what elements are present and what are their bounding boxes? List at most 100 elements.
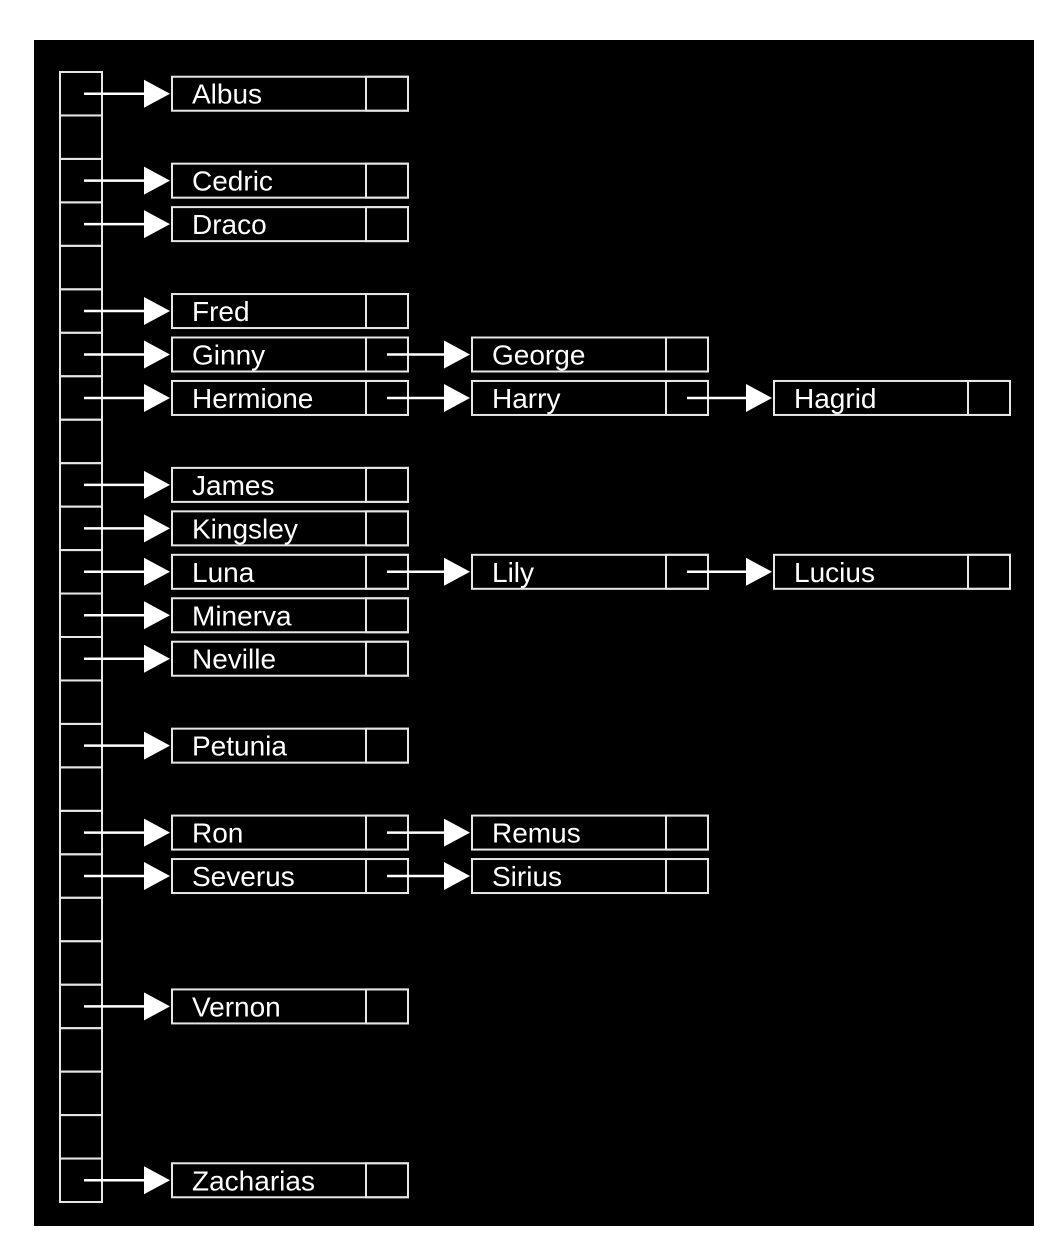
node-label: Ginny <box>192 340 265 371</box>
node-label: Zacharias <box>192 1165 315 1196</box>
list-node: Hagrid <box>773 379 1011 416</box>
list-node: Albus <box>171 75 409 112</box>
next-pointer-arrow-head <box>444 340 470 369</box>
node-label: Albus <box>192 79 262 110</box>
node-label: Kingsley <box>192 513 298 544</box>
list-node: Ron <box>171 814 409 851</box>
slot-cell-20 <box>59 940 103 986</box>
slot-cell-22 <box>59 1027 103 1073</box>
bucket-chain-15: Petunia <box>84 727 409 764</box>
bucket-chain-21: Vernon <box>84 988 409 1025</box>
slot-pointer-arrow <box>84 731 170 760</box>
bucket-chain-12: Minerva <box>84 597 409 634</box>
node-next-pointer <box>365 1162 409 1199</box>
slot-pointer-arrow <box>84 470 170 499</box>
list-node: Severus <box>171 858 409 895</box>
slot-pointer-arrow-head <box>144 601 170 630</box>
node-label: Harry <box>492 383 560 414</box>
hash-table-slots <box>59 71 103 1203</box>
slot-pointer-arrow-head <box>144 166 170 195</box>
bucket-chain-6: Ginny George <box>84 336 709 373</box>
slot-pointer-arrow <box>84 297 170 326</box>
list-node: Hermione <box>171 379 409 416</box>
slot-pointer-arrow-head <box>144 1166 170 1195</box>
bucket-chain-3: Draco <box>84 206 409 243</box>
next-pointer-arrow-head <box>444 557 470 586</box>
bucket-chain-11: Luna Lily Lucius <box>84 553 1011 590</box>
slot-pointer-arrow-head <box>144 992 170 1021</box>
slot-cell-24 <box>59 1114 103 1160</box>
list-node: Harry <box>471 379 709 416</box>
node-label: Fred <box>192 296 250 327</box>
node-next-pointer <box>665 814 709 851</box>
list-node: Kingsley <box>171 510 409 547</box>
slot-pointer-arrow-head <box>144 644 170 673</box>
list-node: Minerva <box>171 597 409 634</box>
node-label: George <box>492 340 585 371</box>
list-node: Sirius <box>471 858 709 895</box>
slot-pointer-arrow <box>84 514 170 543</box>
node-label: Hagrid <box>794 383 876 414</box>
next-pointer-arrow <box>687 383 772 412</box>
list-node: Neville <box>171 640 409 677</box>
slot-pointer-arrow-head <box>144 79 170 108</box>
slot-pointer-arrow <box>84 210 170 239</box>
node-next-pointer <box>665 336 709 373</box>
node-label: James <box>192 470 274 501</box>
slot-cell-1 <box>59 114 103 160</box>
slot-pointer-arrow-head <box>144 862 170 891</box>
slot-pointer-arrow <box>84 1166 170 1195</box>
slot-pointer-arrow <box>84 818 170 847</box>
slot-pointer-arrow <box>84 340 170 369</box>
bucket-chain-10: Kingsley <box>84 510 409 547</box>
list-node: Petunia <box>171 727 409 764</box>
bucket-chain-0: Albus <box>84 75 409 112</box>
node-next-pointer <box>967 553 1011 590</box>
slot-pointer-arrow <box>84 601 170 630</box>
list-node: George <box>471 336 709 373</box>
list-node: Vernon <box>171 988 409 1025</box>
node-next-pointer <box>365 640 409 677</box>
node-next-pointer <box>365 510 409 547</box>
slot-pointer-arrow-head <box>144 818 170 847</box>
list-node: Ginny <box>171 336 409 373</box>
next-pointer-arrow <box>387 818 470 847</box>
node-next-pointer <box>665 858 709 895</box>
slot-pointer-arrow <box>84 644 170 673</box>
slot-cell-4 <box>59 244 103 291</box>
slot-cell-19 <box>59 896 103 943</box>
node-label: Remus <box>492 818 581 849</box>
slot-pointer-arrow <box>84 383 170 412</box>
node-next-pointer <box>365 206 409 243</box>
list-node: Luna <box>171 553 409 590</box>
node-label: Neville <box>192 644 276 675</box>
slot-pointer-arrow <box>84 992 170 1021</box>
node-next-pointer <box>365 466 409 503</box>
list-node: Cedric <box>171 162 409 199</box>
next-pointer-arrow-head <box>746 557 772 586</box>
next-pointer-arrow <box>387 862 470 891</box>
next-pointer-arrow-head <box>444 818 470 847</box>
list-node: Lucius <box>773 553 1011 590</box>
slot-pointer-arrow-head <box>144 731 170 760</box>
list-node: Remus <box>471 814 709 851</box>
list-node: Lily <box>471 553 709 590</box>
slot-pointer-arrow-head <box>144 514 170 543</box>
slot-cell-16 <box>59 766 103 812</box>
slot-cell-14 <box>59 679 103 725</box>
node-label: Hermione <box>192 383 313 414</box>
bucket-chain-7: Hermione Harry Hagrid <box>84 379 1011 416</box>
list-node: Zacharias <box>171 1162 409 1199</box>
node-label: Minerva <box>192 600 292 631</box>
node-next-pointer <box>967 379 1011 416</box>
next-pointer-arrow-head <box>444 383 470 412</box>
bucket-chain-17: Ron Remus <box>84 814 709 851</box>
bucket-chain-2: Cedric <box>84 162 409 199</box>
slot-pointer-arrow <box>84 166 170 195</box>
next-pointer-arrow-head <box>444 862 470 891</box>
slot-pointer-arrow-head <box>144 557 170 586</box>
next-pointer-arrow <box>687 557 772 586</box>
slot-cell-8 <box>59 418 103 465</box>
